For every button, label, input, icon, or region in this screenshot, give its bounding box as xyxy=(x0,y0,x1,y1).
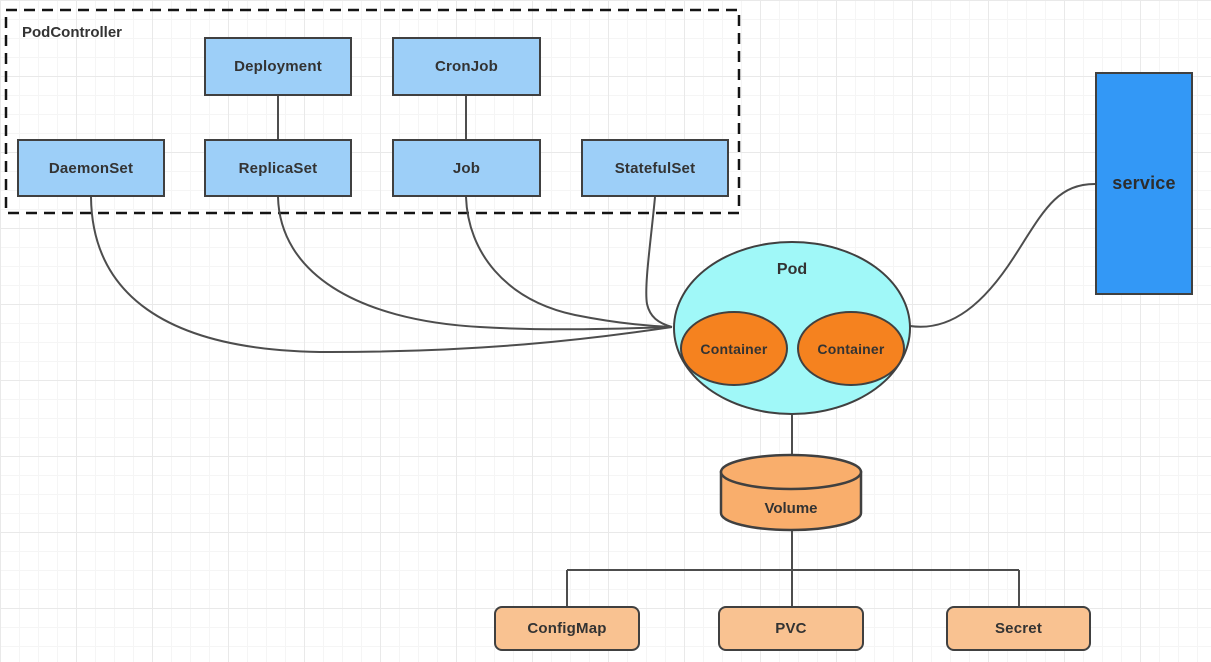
node-replicaset: ReplicaSet xyxy=(204,139,352,197)
volume-cylinder-top xyxy=(719,453,863,491)
node-daemonset: DaemonSet xyxy=(17,139,165,197)
node-service: service xyxy=(1095,72,1193,295)
pod-controller-group-border xyxy=(4,8,741,215)
node-container-left: Container xyxy=(680,311,788,386)
edge-volume-resources xyxy=(566,530,1020,606)
node-cronjob: CronJob xyxy=(392,37,541,96)
node-deployment: Deployment xyxy=(204,37,352,96)
edge-replicaset-pod xyxy=(277,196,673,331)
edge-job-pod xyxy=(465,196,673,328)
edge-pod-service xyxy=(909,183,1096,328)
node-container-right: Container xyxy=(797,311,905,386)
node-configmap: ConfigMap xyxy=(494,606,640,651)
edge-daemonset-pod xyxy=(90,196,673,354)
edge-statefulset-pod xyxy=(645,196,673,328)
node-pvc: PVC xyxy=(718,606,864,651)
pod-label: Pod xyxy=(776,261,808,278)
node-statefulset: StatefulSet xyxy=(581,139,729,197)
node-secret: Secret xyxy=(946,606,1091,651)
pod-controller-group-label: PodController xyxy=(22,24,122,41)
volume-cylinder xyxy=(719,453,863,532)
node-job: Job xyxy=(392,139,541,197)
volume-label: Volume xyxy=(764,500,818,517)
